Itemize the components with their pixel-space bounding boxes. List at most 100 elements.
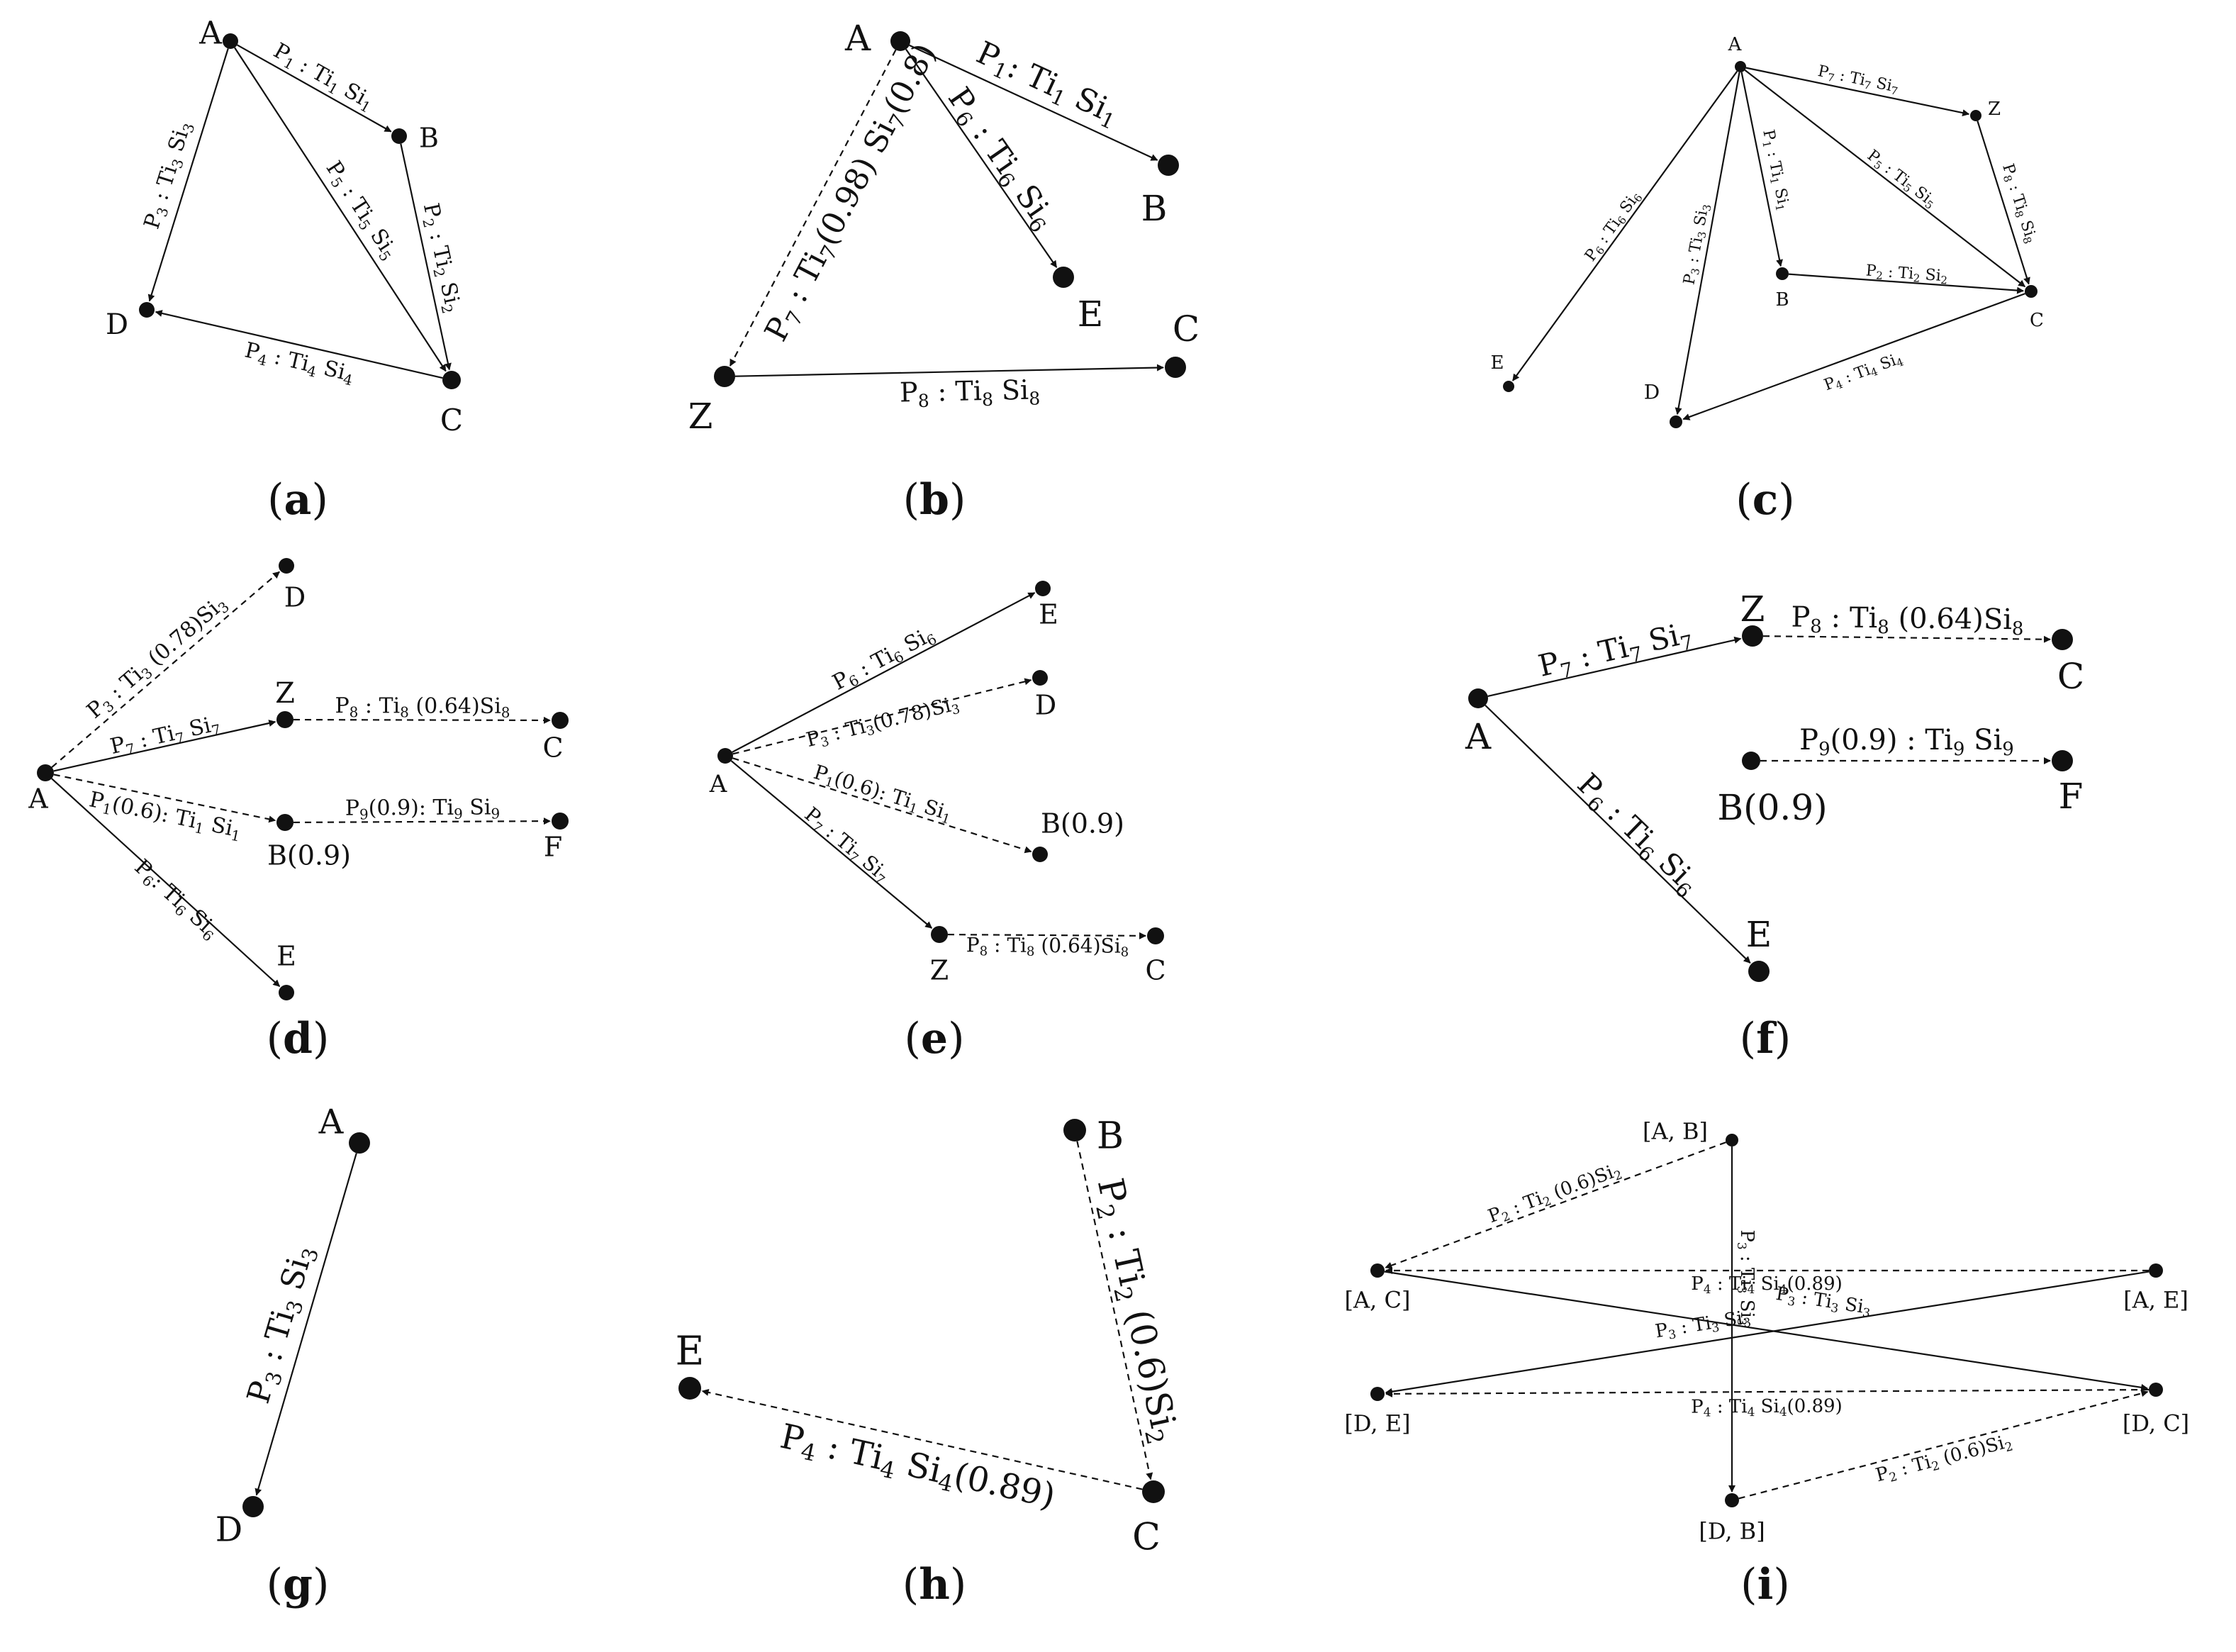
node-label-h-e: E <box>676 1329 705 1375</box>
node-g-d <box>242 1496 264 1517</box>
edge-a-b-c <box>400 143 452 371</box>
node-label-d-b: B(0.9) <box>267 840 351 871</box>
edge-label-i-ae-ac: P4 : Ti4 Si4(0.89) <box>1691 1273 1843 1297</box>
panel-caption-letter-h: h <box>919 1560 950 1609</box>
edge-i-dc-de <box>1385 1388 2150 1397</box>
node-a-c <box>442 371 461 389</box>
node-i-ac <box>1370 1263 1385 1278</box>
edge-label-i-dc-de: P4 : Ti4 Si4(0.89) <box>1691 1395 1843 1419</box>
node-b-c <box>1165 357 1186 378</box>
edge-label-a-a-c: P5 : Ti5 Si5​ <box>320 157 403 264</box>
node-c-z <box>1970 110 1981 121</box>
node-e-a <box>717 748 733 764</box>
edge-label-c-b-c: P2 : Ti2 Si2​ <box>1865 262 1948 286</box>
edge-i-ae-de <box>1385 1271 2150 1395</box>
edge-f-z-c <box>1762 635 2052 643</box>
node-label-e-a: A <box>709 770 727 798</box>
node-label-b-z: Z <box>688 396 713 437</box>
panel-caption-letter-a: a <box>284 475 312 525</box>
panel-caption-h: (h) <box>902 1560 966 1609</box>
edge-label-a-a-b: P1 : Ti1 Si1​ <box>269 38 379 116</box>
edge-f-a-z <box>1487 636 1742 697</box>
panel-caption-f: (f) <box>1740 1014 1791 1064</box>
edge-label-c-a-d: P3 : Ti3 Si3​ <box>1680 202 1714 286</box>
node-i-de <box>1370 1387 1385 1401</box>
node-d-b <box>276 814 294 831</box>
node-label-d-c: C <box>542 732 563 764</box>
node-label-f-b: B(0.9) <box>1717 787 1827 828</box>
edge-d-a-e <box>51 778 281 988</box>
node-label-f-z: Z <box>1740 588 1765 630</box>
node-label-h-c: C <box>1132 1517 1161 1559</box>
node-a-b <box>391 128 407 144</box>
node-d-d <box>279 558 294 574</box>
panel-i: [A, B][A, C][A, E][D, E][D, C][D, B]P2 :… <box>1344 1118 2189 1610</box>
node-label-b-e: E <box>1078 294 1104 335</box>
edge-h-b-c <box>1076 1141 1153 1480</box>
node-label-b-b: B <box>1141 188 1168 229</box>
edge-label-i-ac-dc: P3 : Ti3 Si3​ <box>1774 1283 1873 1321</box>
node-e-z <box>931 926 948 943</box>
node-label-a-a: A <box>199 16 223 52</box>
edge-i-ac-dc <box>1384 1271 2149 1391</box>
edge-label-c-c-d: P4 : Ti4 Si4​ <box>1822 350 1906 396</box>
node-e-b <box>1032 847 1048 862</box>
panel-caption-letter-i: i <box>1757 1560 1774 1609</box>
panel-caption-letter-f: f <box>1756 1014 1777 1064</box>
node-label-f-f: F <box>2059 776 2084 817</box>
edge-e-a-z <box>730 760 933 929</box>
node-label-i-ab: [A, B] <box>1643 1118 1708 1145</box>
panel-caption-a: (a) <box>267 475 328 525</box>
node-label-d-d: D <box>284 582 306 613</box>
edge-label-e-z-c: P8 : Ti8 (0.64)Si8​ <box>966 933 1129 960</box>
edge-i-db-dc <box>1738 1390 2149 1500</box>
edge-e-a-d <box>732 678 1032 755</box>
edge-e-a-b <box>732 757 1032 854</box>
edge-d-a-d <box>51 571 280 769</box>
edge-label-e-a-e: P6 : Ti6 Si6​ <box>829 622 939 697</box>
node-f-b <box>1742 752 1760 770</box>
node-label-a-d: D <box>106 308 128 341</box>
edge-label-g-a-d: P3 : Ti3 Si3​ <box>240 1241 323 1408</box>
node-label-g-d: D <box>216 1510 242 1550</box>
node-h-b <box>1063 1119 1086 1142</box>
edge-label-e-a-z: P7 : Ti7 Si7​ <box>799 802 895 888</box>
edge-c-b-c <box>1788 273 2025 294</box>
panel-caption-d: (d) <box>267 1014 330 1064</box>
node-label-i-ac: [A, C] <box>1345 1287 1411 1314</box>
edge-b-a-e <box>905 48 1058 268</box>
node-label-a-c: C <box>440 403 463 437</box>
node-label-e-d: D <box>1035 690 1056 721</box>
node-label-i-dc: [D, C] <box>2123 1410 2189 1437</box>
edge-c-a-b <box>1740 72 1783 267</box>
panel-caption-c: (c) <box>1735 475 1794 525</box>
node-e-d <box>1032 670 1048 686</box>
edge-label-f-z-c: P8 : Ti8 (0.64)Si8​ <box>1791 601 2024 640</box>
node-b-a <box>890 31 910 51</box>
node-label-d-a: A <box>28 783 48 815</box>
edge-d-a-z <box>53 720 276 772</box>
node-i-db <box>1725 1493 1739 1507</box>
panel-caption-letter-e: e <box>921 1014 948 1064</box>
edge-e-z-c <box>947 932 1147 939</box>
node-label-i-de: [D, E] <box>1344 1410 1410 1437</box>
node-label-c-z: Z <box>1988 99 2001 120</box>
node-a-a <box>223 33 238 49</box>
node-d-f <box>552 813 569 830</box>
edge-d-a-b <box>53 774 276 823</box>
edge-label-c-a-b: P1 : Ti1 Si1​ <box>1757 128 1792 213</box>
edge-i-ab-ac <box>1385 1142 1726 1269</box>
edge-g-a-d <box>255 1153 357 1496</box>
node-i-ab <box>1726 1134 1738 1146</box>
edge-label-f-a-z: P7 : Ti7 Si7​ <box>1535 615 1695 687</box>
edge-label-d-a-e: P6: Ti6 Si6​ <box>128 854 223 944</box>
node-f-a <box>1468 688 1488 708</box>
panel-caption-letter-c: c <box>1753 475 1779 525</box>
edge-b-a-b <box>909 44 1158 161</box>
node-label-f-c: C <box>2057 656 2084 697</box>
node-label-c-d: D <box>1644 381 1660 404</box>
panel-caption-letter-g: g <box>283 1560 313 1609</box>
